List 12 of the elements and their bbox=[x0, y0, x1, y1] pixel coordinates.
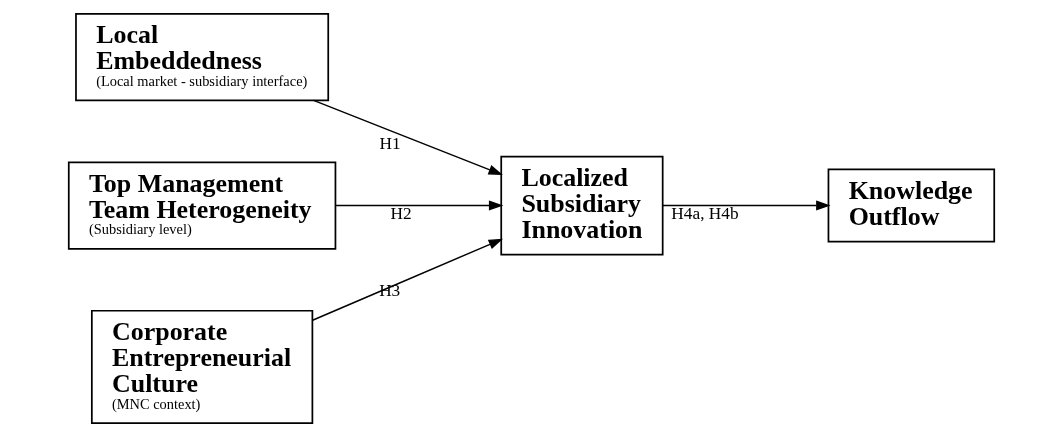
node-box: Localized Subsidiary Innovation bbox=[499, 155, 664, 256]
node-box: Top Management Team Heterogeneity (Subsidiary level) bbox=[67, 161, 336, 250]
arrow bbox=[661, 200, 831, 211]
edge-label: H1 bbox=[379, 133, 401, 153]
edge-label: H4a, H4b bbox=[670, 204, 739, 224]
arrow bbox=[312, 99, 503, 175]
node-box: Knowledge Outflow bbox=[827, 168, 995, 243]
arrow bbox=[334, 200, 503, 211]
node-box: Corporate Entrepreneurial Culture (MNC context) bbox=[90, 309, 313, 425]
edge-label: H2 bbox=[389, 204, 412, 224]
arrow bbox=[311, 238, 503, 321]
node-box: Local Embeddedness (Local market - subsidiary interface) bbox=[74, 12, 329, 102]
